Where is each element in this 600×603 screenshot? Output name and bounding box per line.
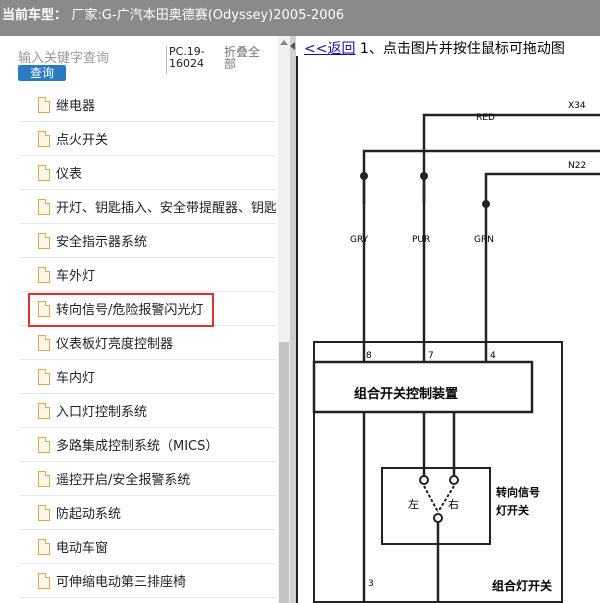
combo-switch-label: 组合灯开关 <box>492 578 552 593</box>
tree-item[interactable]: 多路集成控制系统（MICS） <box>20 428 276 462</box>
tree-item[interactable]: 车外灯 <box>20 258 276 292</box>
top-bar: 当前车型： 厂家:G-广汽本田奥德赛(Odyssey)2005-2006 <box>0 0 600 36</box>
document-icon <box>38 96 50 113</box>
wire-pur-label: PUR <box>412 235 430 245</box>
wire-n22-label: N22 <box>568 161 586 171</box>
tree-item-label: 仪表 <box>56 167 83 182</box>
document-icon <box>38 266 50 283</box>
wire-x34-label: X34 <box>568 101 586 111</box>
document-icon <box>38 300 50 317</box>
wire-red-label: RED <box>476 113 495 123</box>
document-icon <box>38 572 50 589</box>
tree-item-label: 入口灯控制系统 <box>56 405 148 420</box>
turn-signal-label-1: 转向信号 <box>496 485 540 499</box>
tree-item-label: 开灯、钥匙插入、安全带提醒器、钥匙 <box>56 201 276 216</box>
scrollbar-thumb[interactable] <box>279 342 289 603</box>
tree-item[interactable]: 电动车窗 <box>20 530 276 564</box>
turn-signal-label-2: 灯开关 <box>496 503 529 517</box>
tree-item[interactable]: 遥控开启/安全报警系统 <box>20 462 276 496</box>
vehicle-title: 厂家:G-广汽本田奥德赛(Odyssey)2005-2006 <box>71 8 345 23</box>
pin-4-label: 4 <box>490 351 496 361</box>
document-icon <box>38 402 50 419</box>
tree-item-label: 仪表板灯亮度控制器 <box>56 337 174 352</box>
collapse-arrow-icon[interactable] <box>290 42 295 50</box>
document-icon <box>38 470 50 487</box>
pin-7-label: 7 <box>428 351 434 361</box>
tree-item[interactable]: 防起动系统 <box>20 496 276 530</box>
panel-divider[interactable] <box>290 36 296 603</box>
wire-grn-label: GRN <box>474 235 494 245</box>
pc-code: PC.19-16024 <box>166 46 210 74</box>
document-icon <box>38 130 50 147</box>
tree-item[interactable]: 入口灯控制系统 <box>20 394 276 428</box>
wiring-diagram[interactable]: RED X34 N22 GRY PUR GRN 8 7 4 组合开关控制装置 左 <box>296 56 600 603</box>
back-link[interactable]: <<返回 <box>304 41 356 57</box>
document-icon <box>38 436 50 453</box>
pin-3-label: 3 <box>368 579 374 589</box>
vehicle-label: 当前车型： <box>2 8 68 23</box>
document-icon <box>38 164 50 181</box>
diagram-header: <<返回 1、点击图片并按住鼠标可拖动图 <box>304 38 565 58</box>
document-icon <box>38 198 50 215</box>
tree-item[interactable]: 可伸缩电动第三排座椅 <box>20 564 276 598</box>
collapse-all-link[interactable]: 折叠全部 <box>224 45 261 71</box>
document-icon <box>38 538 50 555</box>
tree-item[interactable]: 开灯、钥匙插入、安全带提醒器、钥匙 <box>20 190 276 224</box>
left-panel: 查询 PC.19-16024 折叠全部 继电器点火开关仪表开灯、钥匙插入、安全带… <box>0 36 290 603</box>
document-icon <box>38 232 50 249</box>
tree-item-label: 点火开关 <box>56 133 109 148</box>
query-button[interactable]: 查询 <box>18 65 66 81</box>
tree-item-label: 转向信号/危险报警闪光灯 <box>56 303 204 318</box>
left-scrollbar[interactable] <box>278 36 290 603</box>
tree-item[interactable]: 车内灯 <box>20 360 276 394</box>
switch-left-label: 左 <box>408 498 419 511</box>
selected-item-highlight <box>28 293 214 327</box>
document-icon <box>38 504 50 521</box>
search-input[interactable] <box>18 49 158 67</box>
tree-item-label: 车外灯 <box>56 269 96 284</box>
tree-item-label: 继电器 <box>56 99 96 114</box>
control-unit-label: 组合开关控制装置 <box>354 386 458 402</box>
drag-instruction: 1、点击图片并按住鼠标可拖动图 <box>355 41 565 57</box>
scroll-up-icon[interactable] <box>280 40 288 45</box>
tree-item[interactable]: 仪表 <box>20 156 276 190</box>
switch-right-label: 右 <box>448 497 459 511</box>
tree-item-label: 遥控开启/安全报警系统 <box>56 473 191 488</box>
tree-item-label: 可伸缩电动第三排座椅 <box>56 575 187 590</box>
wire-gry-label: GRY <box>350 235 369 245</box>
tree-item[interactable]: 安全指示器系统 <box>20 224 276 258</box>
pin-8-label: 8 <box>366 351 372 361</box>
tree-item-label: 车内灯 <box>56 371 96 386</box>
diagram-panel: <<返回 1、点击图片并按住鼠标可拖动图 RED X34 N22 GRY PUR… <box>296 36 600 603</box>
tree-item[interactable]: 点火开关 <box>20 122 276 156</box>
document-icon <box>38 334 50 351</box>
tree-item[interactable]: 仪表板灯亮度控制器 <box>20 326 276 360</box>
tree-item-label: 电动车窗 <box>56 541 109 556</box>
tree-item-label: 多路集成控制系统（MICS） <box>56 439 219 454</box>
tree-item[interactable]: 继电器 <box>20 88 276 122</box>
tree-item-label: 安全指示器系统 <box>56 235 148 250</box>
document-icon <box>38 368 50 385</box>
tree-item-label: 防起动系统 <box>56 507 122 522</box>
search-area: 查询 PC.19-16024 折叠全部 <box>0 36 290 81</box>
